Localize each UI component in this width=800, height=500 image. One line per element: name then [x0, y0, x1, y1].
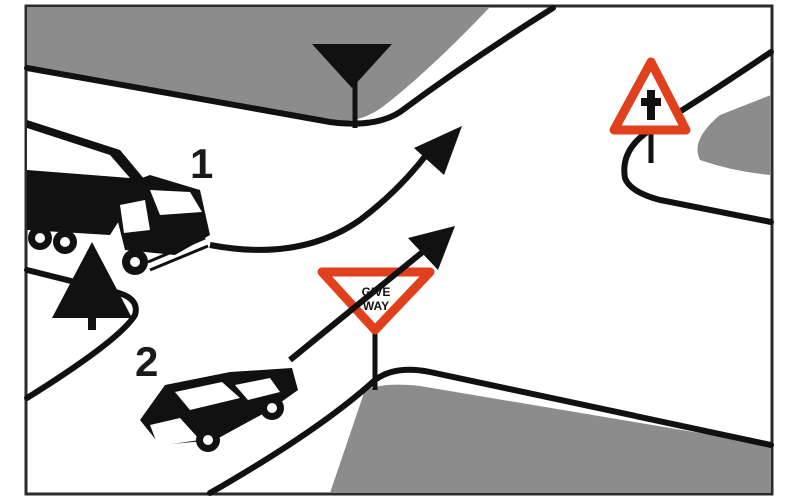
- kerb-top-left: [27, 7, 490, 121]
- priority-road-sign-icon: [312, 44, 392, 128]
- vehicle-label-truck: 1: [190, 140, 213, 187]
- truck-path-arrow: [209, 126, 462, 253]
- road-edge-left-lower: [24, 267, 139, 401]
- road-edge-bottom-right: [207, 366, 774, 496]
- car-icon: [140, 368, 298, 452]
- kerb-right: [697, 95, 771, 175]
- junction-warning-sign-icon: [609, 57, 691, 163]
- vehicle-label-car: 2: [135, 338, 158, 385]
- truck-icon: [27, 120, 210, 275]
- road-edge-top-right: [621, 49, 774, 225]
- tree-icon: [52, 242, 132, 330]
- give-way-sign-icon: GIVE WAY: [317, 267, 435, 390]
- kerb-bottom: [330, 384, 771, 493]
- give-way-text-line2: WAY: [363, 299, 389, 313]
- car-path-arrow: [288, 226, 455, 363]
